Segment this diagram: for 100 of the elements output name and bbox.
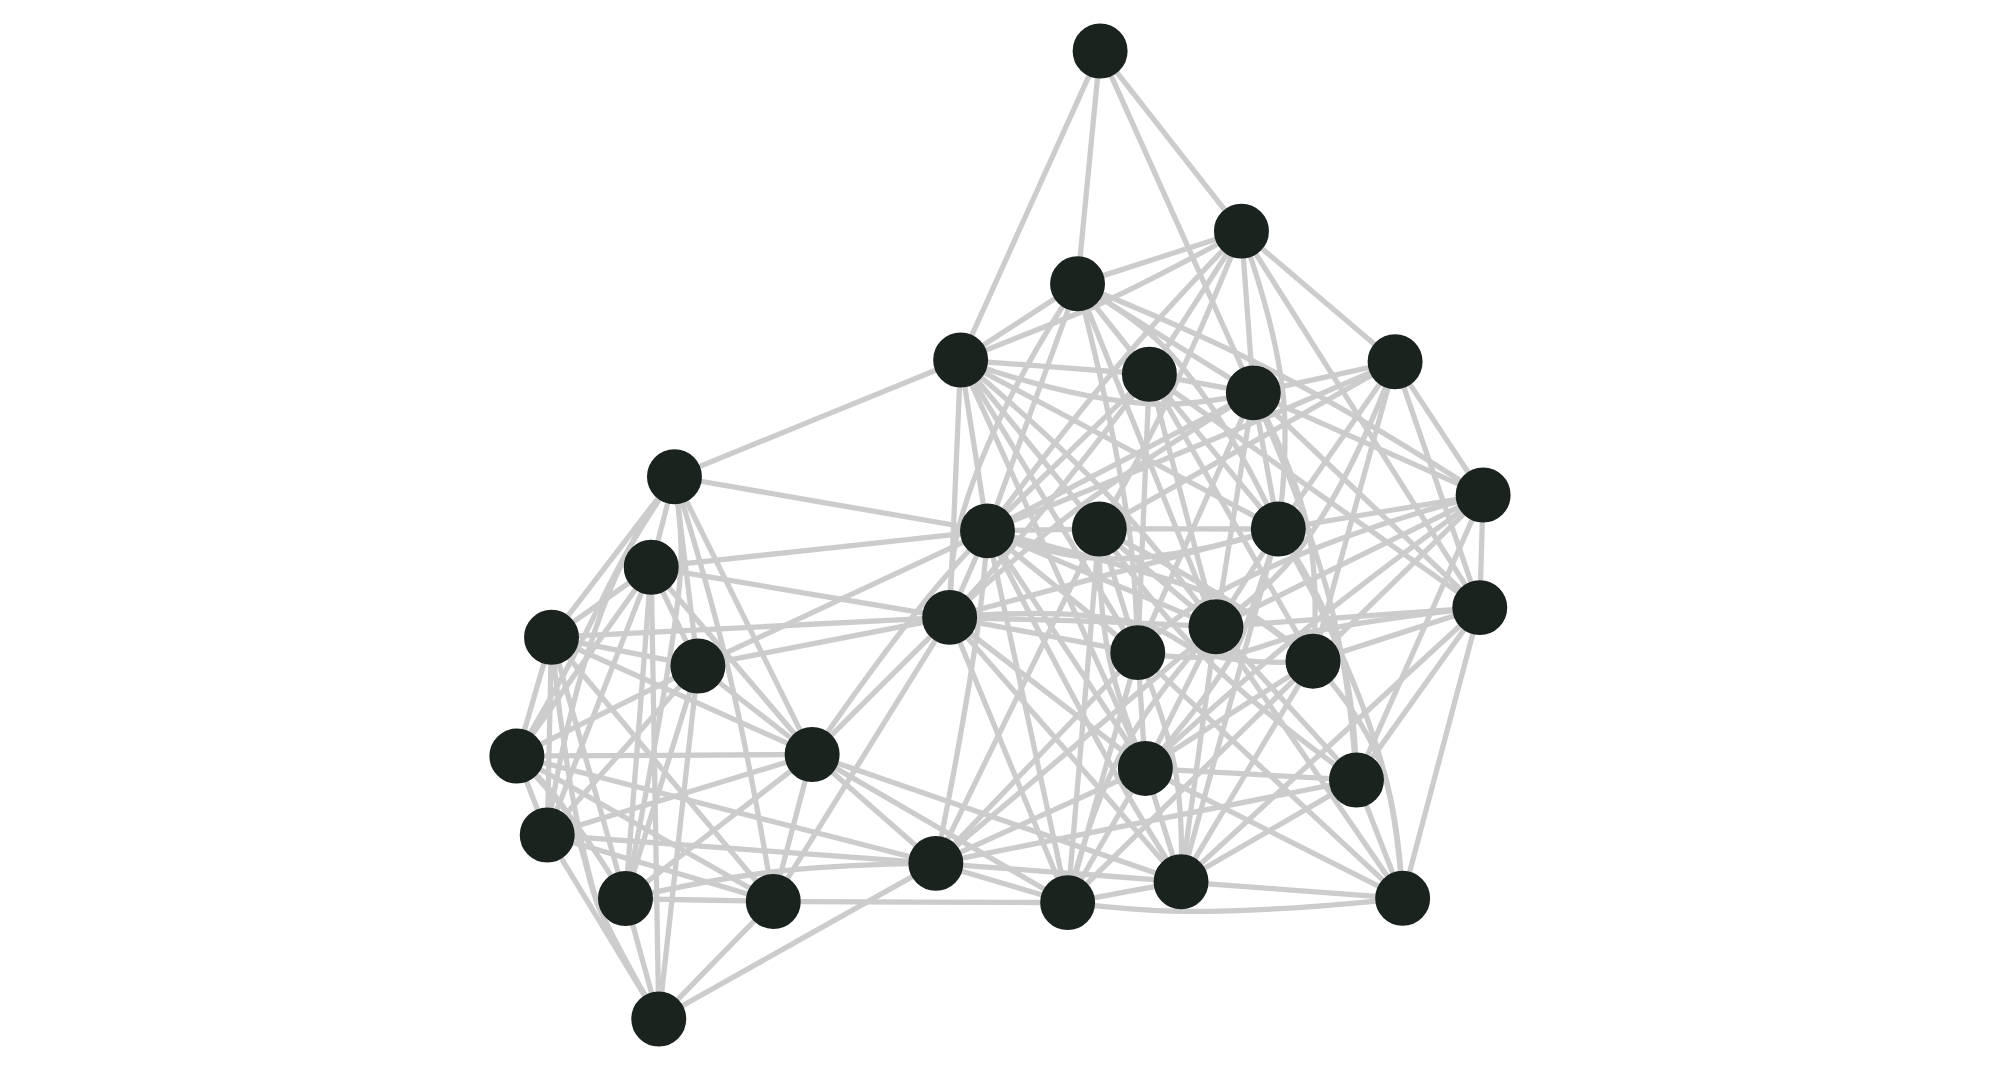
connector	[976, 615, 1190, 629]
node-circle	[647, 449, 702, 505]
connector	[945, 551, 1091, 841]
connector	[1243, 606, 1454, 628]
node-circle	[524, 609, 579, 665]
connector	[1104, 553, 1133, 628]
connector	[962, 386, 986, 505]
connector	[1364, 518, 1475, 757]
node-circle	[623, 539, 679, 595]
connector	[667, 585, 797, 736]
connector	[1238, 504, 1461, 618]
connector	[997, 553, 1169, 861]
connector	[800, 898, 1041, 906]
connector	[521, 662, 547, 732]
connector	[1150, 793, 1176, 857]
connector	[1136, 400, 1151, 626]
connector	[677, 569, 924, 616]
node-circle	[745, 874, 801, 929]
connector	[1260, 246, 1377, 347]
connector	[1276, 401, 1460, 487]
connector	[969, 383, 1137, 745]
connector	[830, 769, 918, 848]
node-circle	[1071, 501, 1127, 557]
connector	[957, 641, 1060, 879]
connector	[974, 533, 1254, 613]
connector	[1126, 526, 1252, 532]
connector	[1289, 551, 1404, 872]
connector	[679, 501, 772, 876]
connector	[575, 646, 789, 746]
connector	[1094, 898, 1377, 915]
connector	[1171, 767, 1330, 782]
node-circle	[489, 728, 545, 784]
connector	[1228, 647, 1390, 878]
connector	[960, 868, 1044, 898]
connector	[533, 773, 614, 878]
connector	[650, 861, 910, 896]
connector	[1004, 390, 1133, 515]
connector	[1317, 386, 1391, 636]
connector	[681, 874, 914, 1008]
connector	[1202, 791, 1335, 871]
connector	[961, 782, 1331, 861]
connector	[1078, 790, 1135, 881]
connector	[628, 503, 684, 873]
connector	[948, 386, 963, 591]
connector	[1192, 682, 1302, 861]
node-circle	[1072, 23, 1128, 79]
connector	[566, 656, 758, 883]
connector	[544, 752, 785, 759]
connector	[1235, 385, 1389, 613]
connector	[962, 862, 1155, 883]
connector	[1304, 496, 1458, 528]
connector	[938, 557, 989, 838]
connector	[683, 499, 803, 732]
connector	[1006, 545, 1119, 638]
connector	[952, 670, 1122, 846]
connector	[1164, 607, 1454, 661]
connector	[976, 610, 1287, 665]
connector	[836, 760, 1157, 876]
connector	[649, 593, 661, 993]
connector	[1330, 512, 1466, 645]
connector	[1217, 419, 1252, 601]
connector	[1401, 386, 1474, 583]
node-circle	[519, 807, 575, 863]
node-circle	[1367, 334, 1423, 390]
connector	[975, 619, 1112, 651]
node-circle	[1188, 599, 1244, 655]
connector	[1077, 77, 1101, 258]
connector	[994, 308, 1071, 507]
node-circle	[784, 727, 840, 782]
connector	[651, 896, 747, 904]
connector	[1255, 418, 1277, 504]
node-circle	[1455, 467, 1511, 523]
connector	[966, 393, 1136, 600]
connector	[1167, 778, 1381, 889]
connector	[1092, 303, 1135, 356]
connector	[1477, 521, 1485, 581]
node-circle	[1153, 854, 1209, 910]
node-circle	[908, 835, 964, 891]
connector	[959, 776, 1123, 855]
node-circle	[598, 871, 653, 927]
connector	[675, 502, 698, 640]
connector	[1164, 393, 1264, 511]
connector	[1169, 387, 1460, 595]
connector	[1247, 255, 1288, 502]
node-circle	[1213, 203, 1269, 259]
connector	[1136, 679, 1147, 742]
connector	[990, 556, 1065, 877]
connector	[528, 497, 662, 735]
connector	[1072, 677, 1134, 878]
connector	[629, 923, 655, 995]
connector	[563, 684, 682, 817]
connector	[572, 580, 631, 624]
connector	[1114, 70, 1227, 212]
connector	[1240, 257, 1254, 367]
connector	[717, 680, 793, 740]
connector	[1163, 508, 1464, 753]
connector	[534, 773, 648, 997]
connector	[1084, 678, 1296, 886]
connector	[1096, 555, 1138, 745]
connector	[660, 590, 689, 644]
